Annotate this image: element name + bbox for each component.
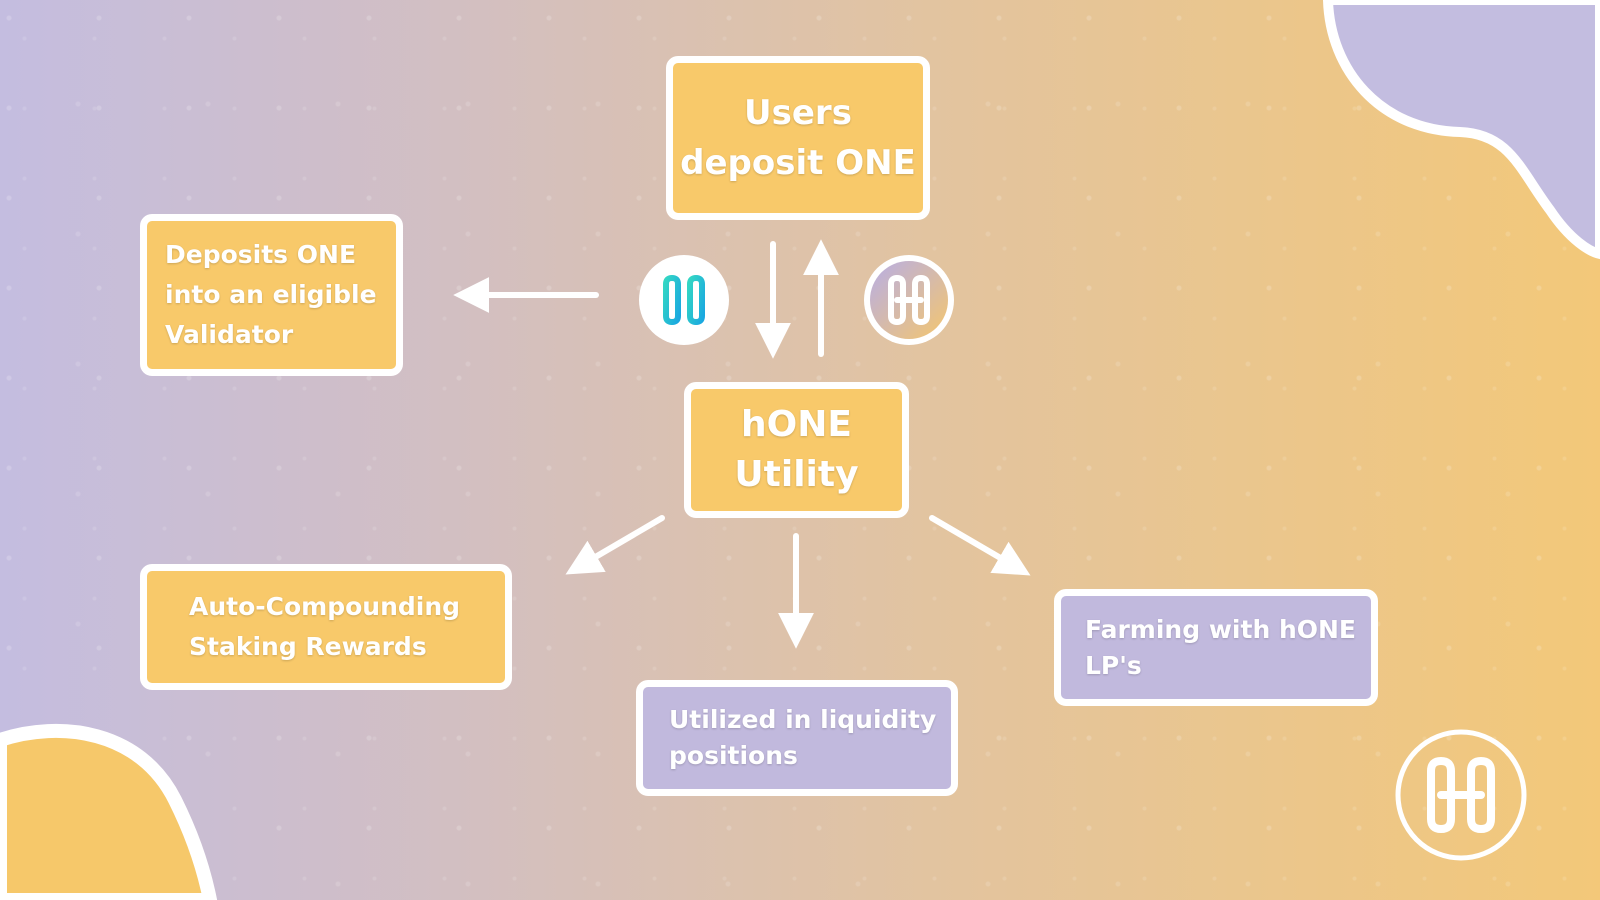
validator-box: Deposits ONE into an eligible Validator [140, 214, 403, 376]
harmony-one-token-icon [639, 255, 729, 345]
users-deposit-label: Users deposit ONE [680, 93, 916, 183]
liquidity-label: Utilized in liquidity positions [669, 705, 937, 770]
liquidity-box: Utilized in liquidity positions [636, 680, 958, 796]
hone-utility-label: hONE Utility [734, 404, 859, 495]
hone-token-icon [864, 255, 954, 345]
farming-box: Farming with hONE LP's [1054, 589, 1378, 706]
farming-label: Farming with hONE LP's [1085, 614, 1356, 680]
bottom-left-blob [0, 723, 218, 900]
harmony-brand-icon [1395, 729, 1527, 861]
arrow-to-farming [929, 515, 1031, 576]
users-deposit-box: Users deposit ONE [666, 56, 930, 220]
top-right-blob [1322, 0, 1600, 260]
auto-compounding-label: Auto-Compounding Staking Rewards [189, 592, 461, 661]
hone-utility-box: hONE Utility [684, 382, 909, 518]
auto-compounding-box: Auto-Compounding Staking Rewards [140, 564, 512, 690]
validator-label: Deposits ONE into an eligible Validator [165, 240, 377, 349]
arrow-to-auto-compounding [565, 515, 665, 575]
